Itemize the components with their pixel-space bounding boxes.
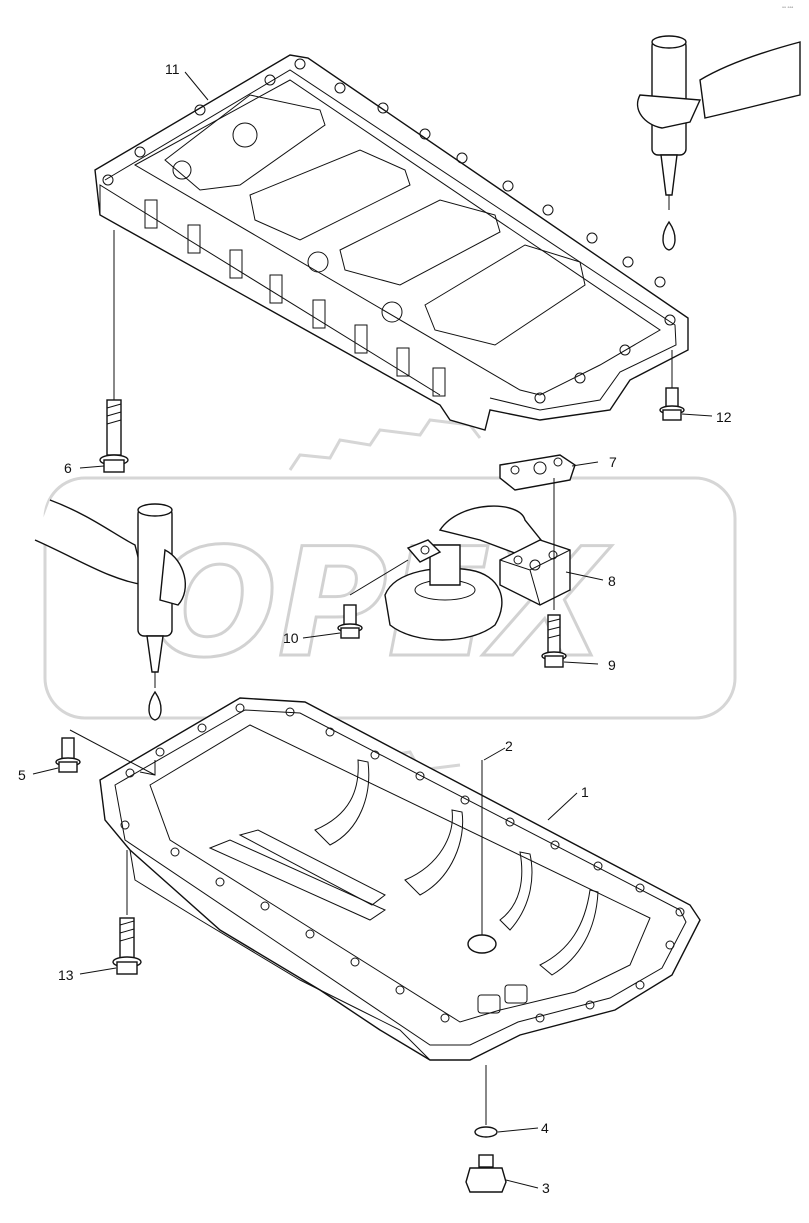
bolt-6-shank <box>106 399 122 456</box>
hand-left <box>34 499 146 586</box>
bolt-12-head <box>662 409 682 421</box>
drain-washer <box>474 1126 498 1138</box>
bolt-9-head <box>544 655 564 668</box>
bolt-6 <box>99 230 129 473</box>
gasket-outline <box>499 454 576 491</box>
upper-pan-pocket-2 <box>249 149 411 241</box>
corner-code: ᵃᵃ ᵃᵃᵃ <box>782 6 793 12</box>
watermark-frame <box>43 476 737 720</box>
sealant-drop-top <box>662 220 676 251</box>
upper-pan-ribs <box>144 199 446 397</box>
leader-lines <box>32 71 713 1189</box>
drain-plug <box>465 1065 507 1193</box>
lower-pan-inner <box>149 724 651 1023</box>
fingers-left <box>159 548 186 606</box>
sealant-drop-left <box>148 690 162 721</box>
callout-1: 1 <box>581 784 589 800</box>
bolt-13-head <box>116 961 138 975</box>
bolt-9 <box>541 478 567 668</box>
lower-pan-slot-2 <box>238 829 386 906</box>
upper-pan-side <box>99 184 441 396</box>
callout-4: 4 <box>541 1120 549 1136</box>
watermark-gear-top <box>288 418 482 471</box>
nozzle-top <box>660 154 678 196</box>
bolt-6-head <box>103 459 125 473</box>
lower-pan-fin-1 <box>314 759 370 846</box>
hand-top <box>699 41 801 119</box>
pickup-tube <box>429 544 461 586</box>
callout-13: 13 <box>58 967 74 983</box>
lower-pan-fin-3 <box>499 851 533 931</box>
sealant-tube-icon-left <box>34 499 186 721</box>
callout-8: 8 <box>608 573 616 589</box>
upper-pan-boss-3 <box>307 251 329 273</box>
callout-2: 2 <box>505 738 513 754</box>
callout-5: 5 <box>18 767 26 783</box>
gasket-plate <box>499 454 576 491</box>
sealant-tube-icon-top <box>636 35 801 251</box>
pickup-flange <box>406 539 442 563</box>
bolt-5-head <box>58 761 78 773</box>
lower-pan-bottom-edge <box>129 849 431 1061</box>
bolt-10 <box>337 559 409 639</box>
callout-7: 7 <box>609 454 617 470</box>
callout-3: 3 <box>542 1180 550 1196</box>
lower-pan-slot-1 <box>208 839 387 921</box>
callout-11: 11 <box>165 61 180 77</box>
callout-12: 12 <box>716 409 732 425</box>
upper-pan-boss-1 <box>232 122 258 148</box>
drain-plug-head <box>465 1167 507 1193</box>
upper-pan-pocket-1 <box>164 94 326 191</box>
bolt-13 <box>112 850 142 975</box>
lower-pan-fin-2 <box>404 809 464 896</box>
fingers-top <box>636 94 702 129</box>
bolt-12 <box>659 350 685 421</box>
upper-pan-pocket-3 <box>339 199 501 286</box>
callout-labels: 1 2 3 4 5 6 7 8 9 10 11 12 13 <box>18 61 732 1196</box>
lower-pan-bolt-holes <box>120 703 685 1023</box>
flange-block <box>499 539 571 606</box>
upper-pan-outline <box>94 54 689 431</box>
lower-pan-fin-4 <box>539 889 599 976</box>
callout-6: 6 <box>64 460 72 476</box>
bolt-5 <box>55 729 156 776</box>
bolt-10-head <box>340 627 360 639</box>
nozzle-left <box>146 635 164 673</box>
callout-9: 9 <box>608 657 616 673</box>
upper-pan-boss-2 <box>172 160 192 180</box>
lower-pan-outline <box>99 697 701 1061</box>
upper-pan-inner-rim <box>133 79 661 396</box>
callout-10: 10 <box>283 630 299 646</box>
upper-oil-pan <box>94 54 689 431</box>
upper-pan-pocket-4 <box>424 244 586 346</box>
upper-pan-boss-4 <box>381 301 403 323</box>
upper-pan-bolt-holes <box>102 58 676 404</box>
drain-boss <box>467 934 497 954</box>
upper-pan-flange <box>104 69 677 411</box>
oil-pickup-assembly <box>384 505 547 641</box>
lower-oil-pan <box>99 697 701 1061</box>
